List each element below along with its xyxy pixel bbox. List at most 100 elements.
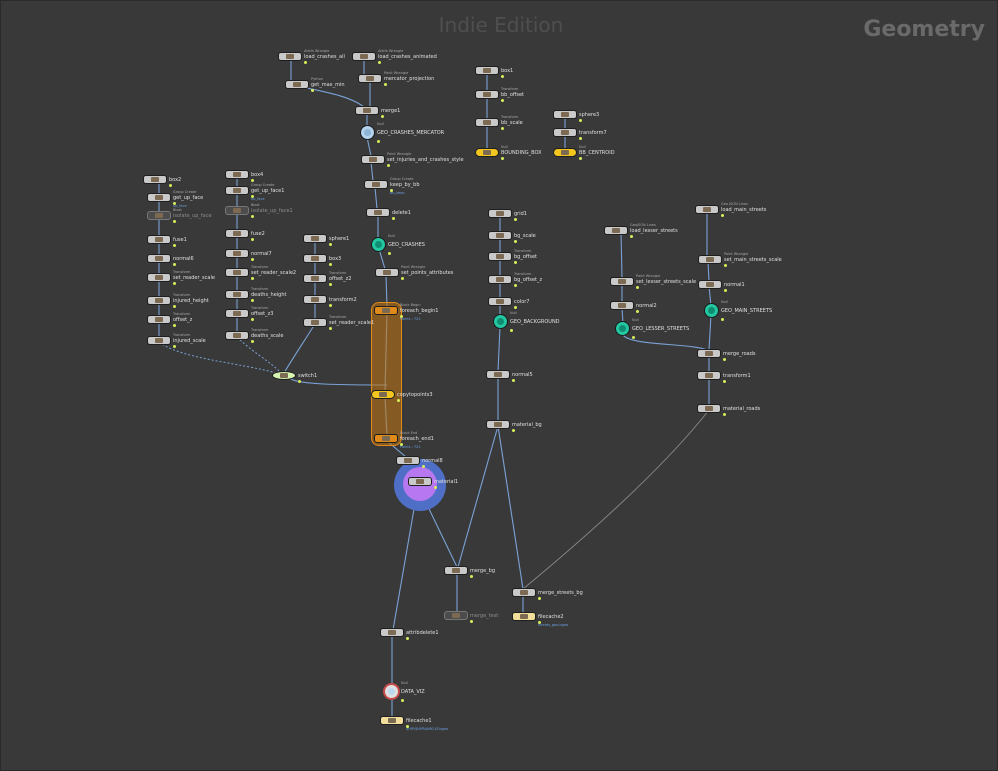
node-delete1[interactable]: [367, 209, 389, 216]
node-flag-indicator: [501, 127, 504, 130]
node-normal6[interactable]: [148, 255, 170, 262]
node-keep-by-bb[interactable]: [365, 181, 387, 188]
python-icon: [612, 228, 620, 233]
node-type-label: Python: [311, 77, 324, 81]
node-label: bg_offset_z: [514, 276, 543, 283]
node-filecache2[interactable]: [513, 613, 535, 620]
node-grid1[interactable]: [489, 210, 511, 217]
node-load-crashes-all[interactable]: [279, 53, 301, 60]
node-label: GEO_MAIN_STREETS: [721, 307, 773, 314]
node-box3[interactable]: [304, 255, 326, 262]
node-offset-z3[interactable]: [226, 310, 248, 317]
node-foreach-begin1[interactable]: [375, 307, 397, 314]
foreach-loop-block[interactable]: [371, 302, 402, 446]
node-switch1[interactable]: [273, 372, 295, 379]
node-fuse1[interactable]: [148, 236, 170, 243]
node-bb-centroid[interactable]: [554, 149, 576, 156]
node-normal1[interactable]: [699, 281, 721, 288]
node-mercator-projection[interactable]: [359, 75, 381, 82]
node-normal7[interactable]: [226, 250, 248, 257]
node-get-up-face1[interactable]: [226, 187, 248, 194]
wrangle-icon: [383, 270, 391, 275]
node-material1[interactable]: [409, 478, 431, 485]
node-set-injuries-and-crashes-style[interactable]: [362, 156, 384, 163]
node-set-lesser-streets-scale[interactable]: [611, 278, 633, 285]
node-flag-indicator: [538, 621, 541, 624]
node-transform2[interactable]: [304, 296, 326, 303]
node-box2[interactable]: [144, 176, 166, 183]
node-get-max-min[interactable]: [286, 81, 308, 88]
node-transform7[interactable]: [554, 129, 576, 136]
node-geo-lesser-streets[interactable]: [616, 322, 629, 335]
node-deaths-scale[interactable]: [226, 332, 248, 339]
node-data-viz[interactable]: [385, 685, 398, 698]
node-injured-scale[interactable]: [148, 337, 170, 344]
node-type-label: Transform: [329, 315, 347, 319]
node-set-reader-scale1[interactable]: [304, 319, 326, 326]
node-normal2[interactable]: [611, 302, 633, 309]
node-normal8[interactable]: [397, 457, 419, 464]
node-set-reader-scale[interactable]: [148, 274, 170, 281]
node-label: isolate_up_face1: [251, 207, 293, 214]
node-sphere3[interactable]: [554, 111, 576, 118]
transform-icon: [155, 338, 163, 343]
node-isolate-up-face[interactable]: [148, 212, 170, 219]
node-deaths-height[interactable]: [226, 291, 248, 298]
node-load-crashes-animated[interactable]: [353, 53, 375, 60]
node-flag-indicator: [501, 75, 504, 78]
node-box1[interactable]: [476, 67, 498, 74]
node-get-up-face[interactable]: [148, 194, 170, 201]
node-geo-crashes[interactable]: [372, 238, 385, 251]
geo-icon: [375, 241, 382, 248]
node-set-main-streets-scale[interactable]: [699, 256, 721, 263]
node-merge-streets-bg[interactable]: [513, 589, 535, 596]
node-bg-offset[interactable]: [489, 253, 511, 260]
node-type-label: Null: [510, 311, 517, 315]
node-sphere1[interactable]: [304, 235, 326, 242]
node-offset-z2[interactable]: [304, 275, 326, 282]
filecache-icon: [520, 614, 528, 619]
node-foreach-end1[interactable]: [375, 435, 397, 442]
node-merge-test[interactable]: [445, 612, 467, 619]
node-bg-offset-z[interactable]: [489, 276, 511, 283]
node-geo-main-streets[interactable]: [705, 304, 718, 317]
transform-icon: [233, 333, 241, 338]
transform-icon: [233, 311, 241, 316]
filecache-icon: [388, 718, 396, 723]
node-attribdelete1[interactable]: [381, 629, 403, 636]
node-load-main-streets[interactable]: [696, 206, 718, 213]
node-geo-crashes-mercator[interactable]: [361, 126, 374, 139]
node-fuse2[interactable]: [226, 230, 248, 237]
node-injured-height[interactable]: [148, 297, 170, 304]
node-type-label: Transform: [173, 333, 191, 337]
node-merge-roads[interactable]: [698, 350, 720, 357]
node-type-label: Null: [388, 234, 395, 238]
node-copytopoints3[interactable]: [372, 391, 394, 398]
node-bb-scale[interactable]: [476, 119, 498, 126]
node-merge-bg[interactable]: [445, 567, 467, 574]
node-type-label: Block End: [400, 431, 418, 435]
node-box4[interactable]: [226, 171, 248, 178]
node-bg-scale[interactable]: [489, 232, 511, 239]
node-merge1[interactable]: [356, 107, 378, 114]
node-label: box1: [501, 67, 514, 74]
node-load-lesser-streets[interactable]: [605, 227, 627, 234]
node-bounding-box[interactable]: [476, 149, 498, 156]
node-material-roads[interactable]: [698, 405, 720, 412]
node-isolate-up-face1[interactable]: [226, 207, 248, 214]
node-transform1[interactable]: [698, 372, 720, 379]
node-flag-indicator: [470, 575, 473, 578]
node-color7[interactable]: [489, 298, 511, 305]
node-material-bg[interactable]: [487, 421, 509, 428]
node-normal5[interactable]: [487, 371, 509, 378]
node-bb-offset[interactable]: [476, 91, 498, 98]
node-offset-z[interactable]: [148, 316, 170, 323]
node-label: material1: [434, 478, 459, 485]
node-flag-indicator: [251, 238, 254, 241]
loop-icon: [382, 308, 390, 313]
node-filecache1[interactable]: [381, 717, 403, 724]
node-geo-background[interactable]: [494, 315, 507, 328]
node-set-points-attributes[interactable]: [376, 269, 398, 276]
node-set-reader-scale2[interactable]: [226, 269, 248, 276]
